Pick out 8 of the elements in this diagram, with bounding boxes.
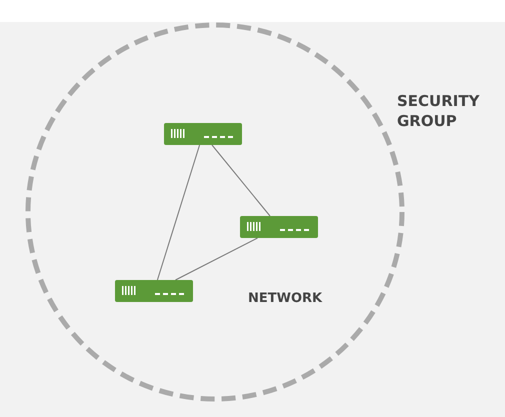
connector-line	[174, 238, 258, 280]
server-icon	[164, 123, 242, 145]
connector-line	[156, 144, 200, 280]
network-label: NETWORK	[248, 290, 322, 308]
server-icon	[115, 280, 193, 302]
group-label: SECURITY GROUP	[397, 91, 480, 131]
connector-line	[212, 144, 270, 216]
server-icon	[240, 216, 318, 238]
